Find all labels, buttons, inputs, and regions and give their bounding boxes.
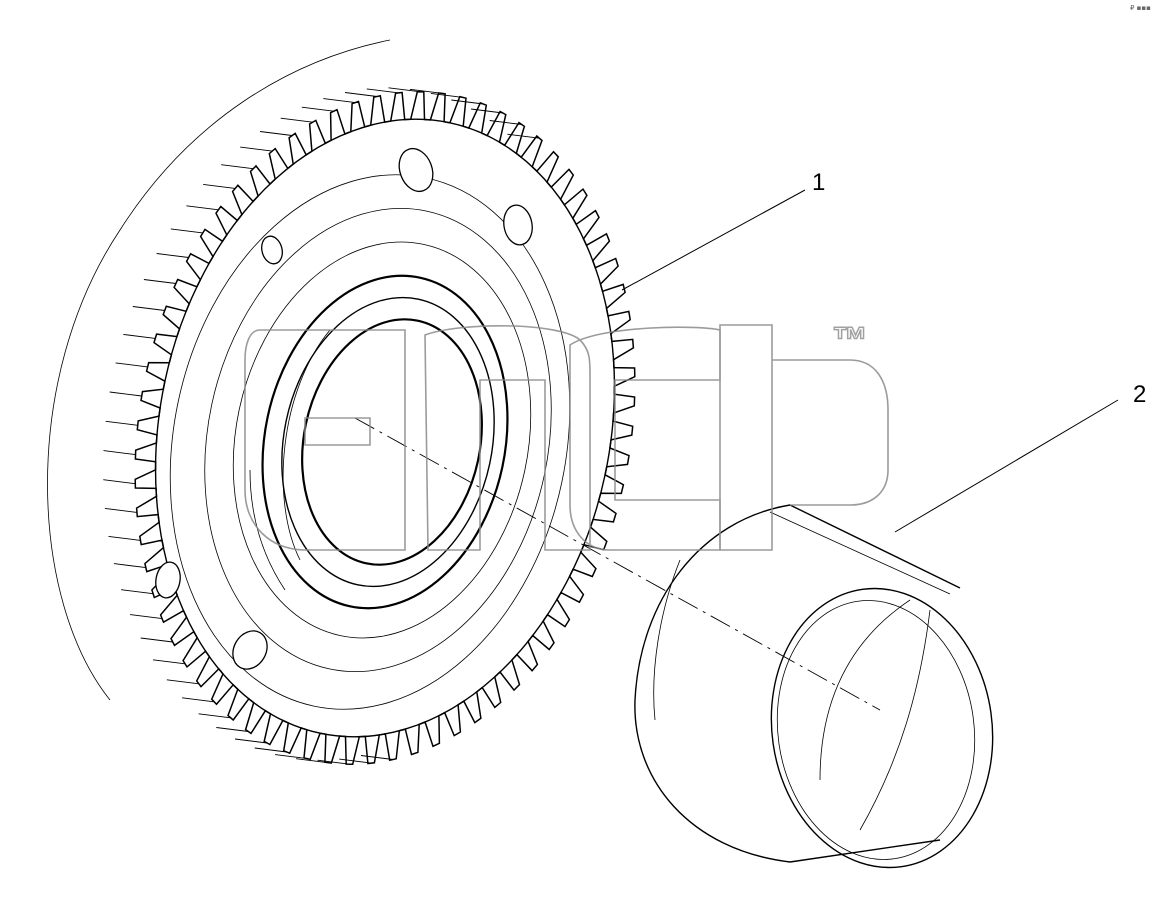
gear-bore-inner: [301, 318, 483, 566]
bushing-highlight: [653, 559, 681, 721]
gear-tooth-faces: [103, 87, 540, 765]
gear-tooth-face: [109, 391, 142, 397]
gear-tooth-face: [260, 131, 293, 136]
gear-tooth-face: [105, 420, 138, 426]
gear-bore-depth-2: [249, 469, 286, 591]
mounting-hole-4: [232, 630, 268, 670]
gear-tooth-face: [182, 697, 215, 703]
gear-tooth-face: [103, 479, 136, 485]
bushing-inner-wall: [819, 599, 911, 781]
gear-tooth-face: [280, 117, 313, 123]
gear-tooth-face: [430, 92, 463, 98]
watermark-letter-3: [569, 326, 721, 551]
gear-tooth-face: [103, 450, 136, 456]
gear-tooth-face: [113, 563, 146, 569]
gear-tooth-face: [130, 614, 163, 620]
gear-tooth-face: [203, 183, 236, 189]
gear-hub-ring-inner: [232, 241, 532, 639]
bushing-part-2: [634, 504, 994, 869]
gear-tooth-face: [121, 589, 154, 595]
gear-tooth-face: [339, 758, 372, 764]
gear-tooth-face: [186, 205, 219, 211]
center-axis-line: [354, 417, 881, 711]
gear-tooth-profile: [134, 91, 636, 765]
gear-tooth-face: [301, 106, 334, 112]
gear-tooth-face: [323, 98, 356, 104]
gear-tooth-face: [152, 659, 186, 665]
gear-tooth-face: [409, 88, 442, 94]
gear-back-rim: [47, 39, 391, 701]
mounting-hole-2: [503, 204, 533, 246]
gear-tooth-face: [470, 108, 504, 114]
gear-tooth-face: [104, 507, 137, 513]
gear-tooth-face: [156, 253, 189, 258]
gear-teeth: [134, 91, 636, 765]
gear-tooth-face: [216, 727, 249, 732]
gear-tooth-face: [140, 637, 173, 643]
corner-mark: ₽ ▪▪▪: [1130, 4, 1151, 12]
watermark-letter-1: [244, 329, 406, 551]
gear-tooth-face: [317, 759, 350, 765]
watermark-logo: [244, 324, 889, 551]
gear-tooth-face: [108, 535, 141, 541]
gear-tooth-face: [275, 754, 308, 760]
gear-bore-outer: [261, 274, 509, 610]
gear-tooth-face: [240, 146, 273, 152]
gear-tooth-face: [366, 88, 399, 94]
callout-2: 2: [1133, 381, 1146, 408]
gear-tooth-face: [115, 362, 148, 368]
gear-tooth-face: [388, 87, 421, 93]
mounting-hole-1: [398, 147, 434, 193]
gear-tooth-face: [143, 279, 176, 284]
gear-tooth-face: [234, 738, 268, 744]
gear-tooth-face: [170, 228, 203, 234]
gear-mounting-holes: [155, 147, 533, 670]
watermark-letter-4: [719, 324, 889, 551]
gear-tooth-face: [123, 333, 156, 339]
bushing-front-rim: [770, 587, 994, 869]
callout-1: 1: [812, 169, 825, 196]
leader-line-1: [621, 189, 806, 291]
bushing-bottom-edge: [789, 839, 941, 863]
leader-line-2: [894, 399, 1119, 533]
gear-face-outer: [154, 118, 616, 738]
gear-tooth-face: [198, 713, 231, 719]
bushing-outer-shell: [634, 504, 791, 863]
gear-bore-depth: [282, 329, 331, 561]
gear-tooth-face: [132, 306, 165, 311]
bushing-top-edge: [789, 504, 961, 589]
gear-tooth-face: [296, 758, 329, 764]
mounting-hole-5: [261, 235, 283, 265]
gear-tooth-face: [221, 164, 254, 170]
mounting-hole-3: [155, 561, 181, 599]
watermark-trademark: ™: [832, 319, 868, 360]
gear-tooth-face: [507, 133, 540, 139]
bushing-front-rim-inner: [776, 600, 976, 860]
gear-part-1: [47, 39, 636, 765]
gear-tooth-face: [451, 99, 484, 105]
gear-tooth-face: [344, 92, 378, 97]
gear-tooth-face: [254, 747, 287, 753]
gear-bore-lip: [281, 296, 495, 588]
gear-tooth-face: [360, 755, 394, 760]
bushing-top-edge-inner: [769, 511, 951, 595]
bushing-inner-wall-2: [859, 609, 931, 831]
gear-tooth-face: [489, 120, 522, 125]
gear-tooth-face: [166, 679, 199, 685]
